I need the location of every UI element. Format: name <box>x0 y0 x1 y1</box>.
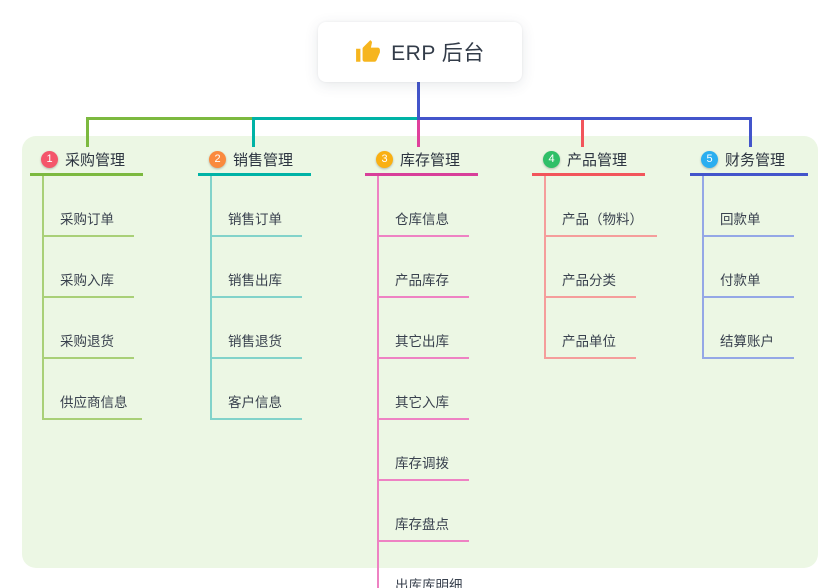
root-title: ERP 后台 <box>391 42 485 65</box>
branch-number-badge: 5 <box>701 151 718 168</box>
branch-title: 库存管理 <box>400 152 461 169</box>
child-node[interactable]: 产品库存 <box>379 237 469 298</box>
connector-rail-green <box>86 117 254 120</box>
child-node[interactable]: 供应商信息 <box>44 359 142 420</box>
branch-purchase-children: 采购订单 采购入库 采购退货 供应商信息 <box>42 176 142 420</box>
branch-product: 4 产品管理 产品（物料） 产品分类 产品单位 <box>532 146 657 359</box>
child-node[interactable]: 销售订单 <box>212 176 302 237</box>
child-node[interactable]: 产品分类 <box>546 237 636 298</box>
branch-title: 采购管理 <box>65 152 126 169</box>
connector-root-trunk <box>417 82 420 120</box>
connector-drop-product <box>581 120 584 147</box>
child-node[interactable]: 产品（物料） <box>546 176 657 237</box>
child-node[interactable]: 采购入库 <box>44 237 134 298</box>
branch-number-badge: 3 <box>376 151 393 168</box>
branch-finance: 5 财务管理 回款单 付款单 结算账户 <box>690 146 808 359</box>
child-node[interactable]: 库存盘点 <box>379 481 469 542</box>
branch-number-badge: 1 <box>41 151 58 168</box>
child-node[interactable]: 付款单 <box>704 237 794 298</box>
branch-sales-children: 销售订单 销售出库 销售退货 客户信息 <box>210 176 302 420</box>
child-node[interactable]: 采购订单 <box>44 176 134 237</box>
branch-product-children: 产品（物料） 产品分类 产品单位 <box>544 176 657 359</box>
child-node[interactable]: 销售出库 <box>212 237 302 298</box>
child-node[interactable]: 库存调拨 <box>379 420 469 481</box>
branch-purchase-node[interactable]: 1 采购管理 <box>30 146 143 176</box>
child-node[interactable]: 其它出库 <box>379 298 469 359</box>
child-node[interactable]: 结算账户 <box>704 298 794 359</box>
branch-inventory-children: 仓库信息 产品库存 其它出库 其它入库 库存调拨 库存盘点 出库库明细 <box>377 176 477 588</box>
branch-inventory: 3 库存管理 仓库信息 产品库存 其它出库 其它入库 库存调拨 库存盘点 出库库… <box>365 146 478 588</box>
child-node[interactable]: 仓库信息 <box>379 176 469 237</box>
branch-title: 产品管理 <box>567 152 628 169</box>
child-node[interactable]: 其它入库 <box>379 359 469 420</box>
branch-finance-node[interactable]: 5 财务管理 <box>690 146 808 176</box>
thumbs-up-icon <box>355 39 381 65</box>
connector-rail-teal <box>252 117 419 120</box>
root-node[interactable]: ERP 后台 <box>318 22 522 82</box>
connector-drop-inventory <box>417 120 420 147</box>
branch-number-badge: 4 <box>543 151 560 168</box>
branch-inventory-node[interactable]: 3 库存管理 <box>365 146 478 176</box>
child-node[interactable]: 销售退货 <box>212 298 302 359</box>
branch-number-badge: 2 <box>209 151 226 168</box>
branch-product-node[interactable]: 4 产品管理 <box>532 146 645 176</box>
branch-title: 财务管理 <box>725 152 786 169</box>
connector-rail-blue <box>417 117 752 120</box>
connector-drop-finance <box>749 117 752 147</box>
child-node[interactable]: 采购退货 <box>44 298 134 359</box>
child-node[interactable]: 客户信息 <box>212 359 302 420</box>
child-node[interactable]: 出库库明细 <box>379 542 477 588</box>
branch-title: 销售管理 <box>233 152 294 169</box>
branch-sales-node[interactable]: 2 销售管理 <box>198 146 311 176</box>
branch-sales: 2 销售管理 销售订单 销售出库 销售退货 客户信息 <box>198 146 311 420</box>
branches-background-panel <box>22 136 818 568</box>
connector-drop-purchase <box>86 117 89 147</box>
child-node[interactable]: 回款单 <box>704 176 794 237</box>
branch-purchase: 1 采购管理 采购订单 采购入库 采购退货 供应商信息 <box>30 146 143 420</box>
child-node[interactable]: 产品单位 <box>546 298 636 359</box>
connector-drop-sales <box>252 117 255 147</box>
branch-finance-children: 回款单 付款单 结算账户 <box>702 176 794 359</box>
